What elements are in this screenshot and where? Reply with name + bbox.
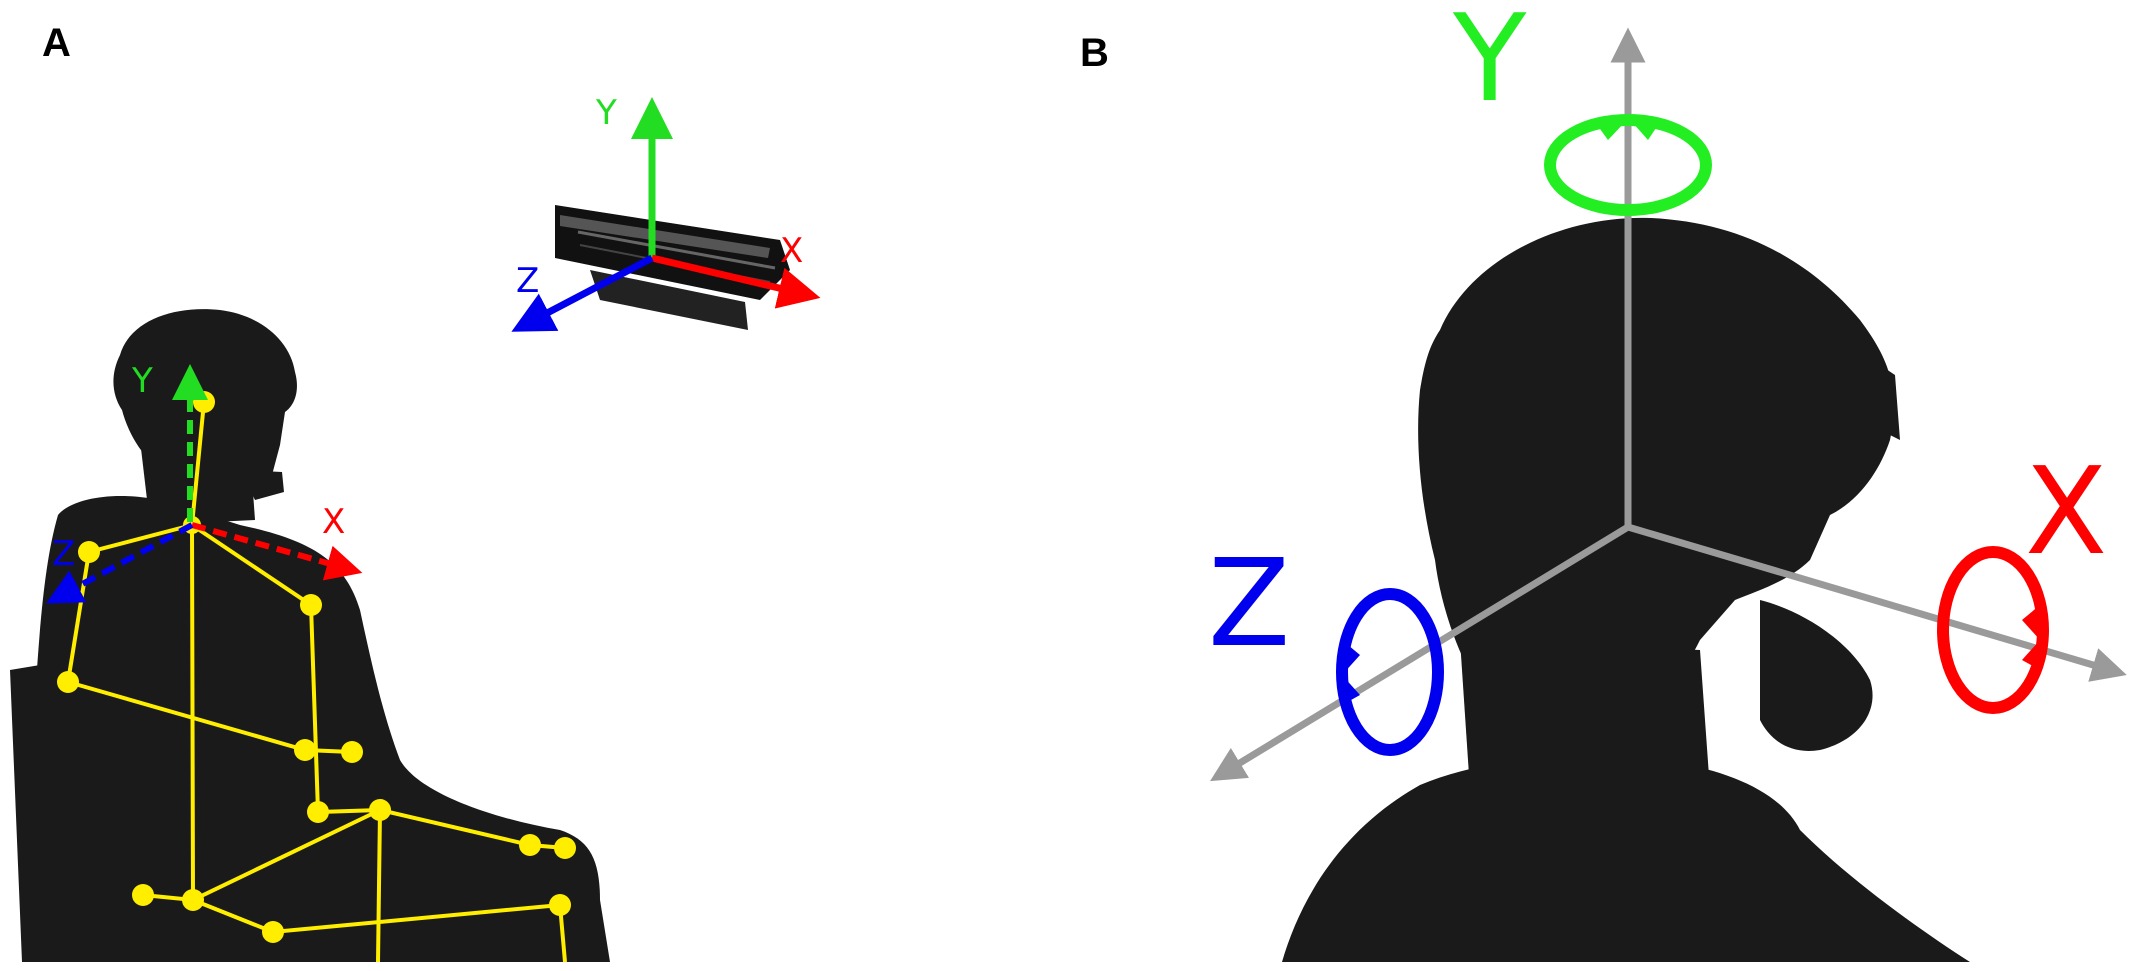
joint-right-hand-tip <box>554 837 576 859</box>
joint-hip-left <box>132 884 154 906</box>
sensor-axes: Y X Z <box>511 93 821 332</box>
sensor-z-label: Z <box>516 261 539 301</box>
seated-person-silhouette <box>10 309 610 962</box>
panel-a-letter: A <box>42 21 71 65</box>
joint-left-wrist <box>294 739 316 761</box>
skeleton-legs <box>192 898 567 963</box>
sensor-y-label: Y <box>595 93 617 133</box>
panel-b-letter: B <box>1080 31 1109 75</box>
head-x-label: X <box>2025 443 2107 582</box>
panel-b: B <box>1080 0 2127 962</box>
body-x-axis <box>191 522 363 581</box>
skeleton-joints <box>57 391 576 943</box>
joint-foot <box>549 894 571 916</box>
body-z-axis <box>46 522 194 604</box>
joint-left-elbow <box>57 671 79 693</box>
sensor-x-label: X <box>780 231 803 271</box>
rotation-z-icon <box>1336 588 1444 756</box>
joint-left-shoulder <box>78 541 100 563</box>
joint-right-shoulder <box>300 594 322 616</box>
joint-head <box>193 391 215 413</box>
sensor-z-axis <box>511 254 654 332</box>
head-silhouette <box>1282 217 1970 962</box>
head-z-label: Z <box>1208 535 1290 674</box>
rotation-y-icon <box>1544 114 1712 216</box>
joint-left-hand <box>341 741 363 763</box>
depth-camera-icon <box>555 205 790 330</box>
body-z-label: Z <box>52 534 75 574</box>
joint-right-wrist <box>369 799 391 821</box>
joint-knee <box>262 921 284 943</box>
head-y-label: Y <box>1452 0 1527 129</box>
panel-a: A Y X Z <box>10 21 821 963</box>
head-x-axis <box>1627 523 2127 682</box>
joint-right-hand <box>519 834 541 856</box>
body-y-label: Y <box>131 361 153 401</box>
skeleton-thigh <box>376 809 382 963</box>
body-x-label: X <box>322 502 345 542</box>
sensor-x-axis <box>651 254 821 309</box>
body-axes: Y X Z <box>46 361 363 604</box>
joint-right-elbow <box>307 801 329 823</box>
joint-hip-center <box>182 889 204 911</box>
rotation-x-icon <box>1937 546 2049 714</box>
head-z-axis <box>1210 524 1630 782</box>
